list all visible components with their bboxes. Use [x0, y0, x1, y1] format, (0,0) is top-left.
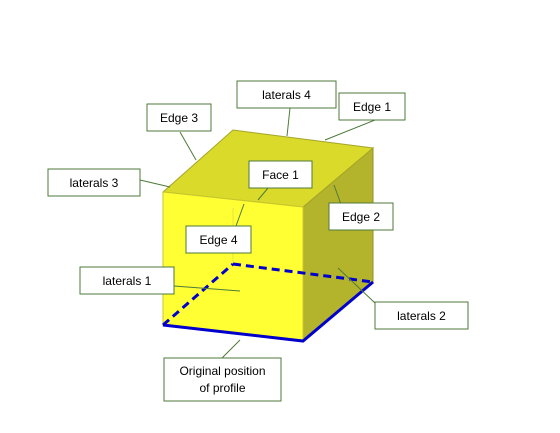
- profile-visible-edges: [162, 280, 374, 343]
- leader-edge-3: [179, 131, 197, 161]
- callout-laterals-3-text: laterals 3: [70, 176, 119, 190]
- leader-laterals-2: [337, 267, 376, 304]
- callout-laterals-1-text: laterals 1: [103, 274, 152, 288]
- leader-face-1: [257, 187, 269, 201]
- callout-original-profile: Original position of profile: [163, 357, 282, 402]
- callout-face-1-text: Face 1: [262, 168, 299, 182]
- leader-laterals-1: [173, 285, 241, 292]
- leader-profile: [221, 339, 241, 359]
- callout-edge-1-text: Edge 1: [353, 100, 391, 114]
- profile-hidden-edge-left: [162, 262, 234, 327]
- callout-laterals-4-text: laterals 4: [262, 88, 311, 102]
- callout-laterals-1: laterals 1: [79, 266, 175, 295]
- callout-laterals-2: laterals 2: [374, 301, 469, 330]
- callout-face-1: Face 1: [248, 160, 313, 189]
- callout-edge-1: Edge 1: [338, 92, 406, 121]
- leader-edge-1: [324, 119, 376, 141]
- callout-edge-3: Edge 3: [146, 103, 212, 132]
- leader-edge-4: [235, 203, 245, 227]
- callout-edge-2: Edge 2: [328, 202, 394, 231]
- callout-laterals-4: laterals 4: [236, 80, 337, 109]
- leader-laterals-3: [139, 179, 171, 188]
- callout-laterals-2-text: laterals 2: [397, 309, 446, 323]
- callout-laterals-3: laterals 3: [47, 168, 141, 197]
- callout-profile-line1: Original position: [179, 364, 265, 378]
- callout-profile-line2: of profile: [199, 381, 245, 395]
- callout-edge-4: Edge 4: [185, 225, 252, 254]
- leader-laterals-4: [286, 107, 291, 137]
- callout-edge-4-text: Edge 4: [199, 233, 237, 247]
- callout-edge-3-text: Edge 3: [160, 111, 198, 125]
- callout-edge-2-text: Edge 2: [342, 210, 380, 224]
